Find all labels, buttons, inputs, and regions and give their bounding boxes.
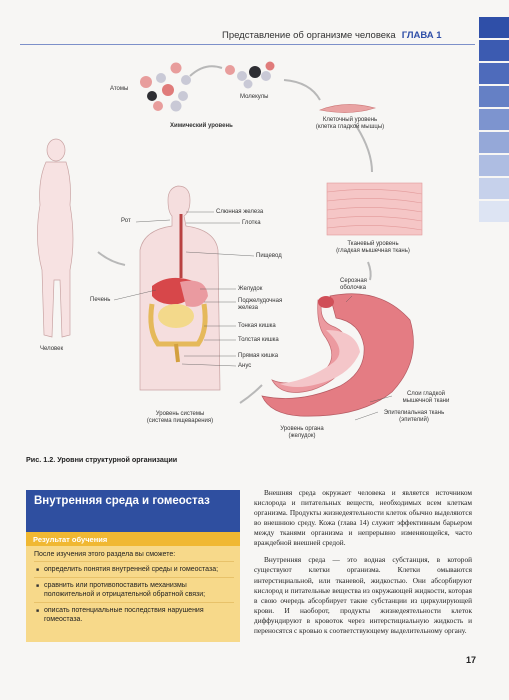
result-item: определить понятия внутренней среды и го… [34, 561, 234, 577]
label-cellular-level: Клеточный уровень (клетка гладкой мышцы) [300, 117, 400, 131]
chapter-tab-2 [479, 40, 509, 61]
label-liver: Печень [90, 297, 111, 303]
label-system-level: Уровень системы (система пищеварения) [130, 411, 230, 425]
section-title-box: Внутренняя среда и гомеостаз [26, 490, 240, 532]
organ-level-sub: (желудок) [288, 432, 316, 439]
chapter-tab-6 [479, 132, 509, 153]
atoms-illustration [140, 62, 191, 112]
molecules-illustration [225, 61, 275, 89]
label-mouth: Рот [121, 218, 131, 224]
paragraph-external-environment: Внешняя среда окружает человека и являет… [254, 488, 472, 548]
label-epithelial: Эпителиальная ткань (эпителий) [383, 410, 445, 423]
label-small-intestine: Тонкая кишка [238, 323, 276, 329]
label-pancreas: Поджелудочная железа [238, 298, 283, 311]
chapter-tab-7 [479, 155, 509, 176]
label-tissue-level: Тканевый уровень (гладкая мышечная ткань… [323, 241, 423, 255]
paragraph-internal-environment: Внутренняя среда — это водная субстанция… [254, 555, 472, 635]
muscle-cell-illustration [318, 104, 377, 113]
chapter-tab-4 [479, 86, 509, 107]
label-molecules: Молекулы [240, 94, 269, 100]
label-pharynx: Глотка [242, 220, 261, 226]
result-title: Результат обучения [26, 532, 240, 546]
result-list: определить понятия внутренней среды и го… [26, 561, 240, 627]
human-figure-illustration [37, 138, 74, 338]
body-text: Внешняя среда окружает человека и являет… [254, 488, 472, 643]
stomach-illustration [261, 293, 414, 417]
chapter-tab-8 [479, 178, 509, 199]
label-anus: Анус [238, 363, 252, 369]
leader-lines [113, 211, 393, 421]
system-level-title: Уровень системы [155, 411, 205, 417]
label-atoms: Атомы [110, 86, 129, 92]
chapter-tab-3 [479, 63, 509, 84]
section-title: Внутренняя среда и гомеостаз [34, 495, 210, 507]
result-intro: После изучения этого раздела вы сможете: [34, 551, 176, 558]
label-salivary: Слюнная железа [216, 209, 264, 215]
label-stomach: Желудок [238, 286, 263, 292]
label-human: Человек [40, 346, 64, 352]
header-chapter: ГЛАВА 1 [401, 30, 442, 41]
result-item: описать потенциальные последствия наруше… [34, 602, 234, 627]
system-level-sub: (система пищеварения) [146, 417, 214, 424]
cellular-level-title: Клеточный уровень [322, 117, 378, 123]
figure-caption: Рис. 1.2. Уровни структурной организации [26, 455, 178, 464]
chapter-tab-5 [479, 109, 509, 130]
label-chemical-level: Химический уровень [170, 123, 233, 129]
cellular-level-sub: (клетка гладкой мышцы) [315, 123, 385, 130]
label-muscle-layers: Слои гладкой мышечной ткани [402, 391, 450, 404]
chapter-tab-9 [479, 201, 509, 222]
figure-illustration [37, 61, 423, 421]
result-item: сравнить или противопоставить механизмы … [34, 577, 234, 602]
page-number: 17 [466, 655, 477, 665]
header-title: Представление об организме человека [222, 30, 396, 41]
organ-level-title: Уровень органа [280, 426, 324, 432]
running-header: Представление об организме человека ГЛАВА… [222, 30, 442, 41]
chapter-tab-1 [479, 17, 509, 38]
label-large-intestine: Толстая кишка [238, 337, 279, 343]
torso-illustration [139, 185, 221, 391]
tissue-illustration [326, 182, 423, 236]
label-rectum: Прямая кишка [238, 353, 279, 359]
header-rule [20, 44, 475, 45]
label-organ-level: Уровень органа (желудок) [262, 426, 342, 440]
chapter-tabs [479, 17, 509, 224]
tissue-level-title: Тканевый уровень [347, 241, 399, 247]
label-esophagus: Пищевод [256, 253, 282, 259]
learning-outcome-box: Результат обучения После изучения этого … [26, 532, 240, 642]
tissue-level-sub: (гладкая мышечная ткань) [336, 247, 410, 254]
label-serous: Серозная оболочка [340, 278, 367, 291]
